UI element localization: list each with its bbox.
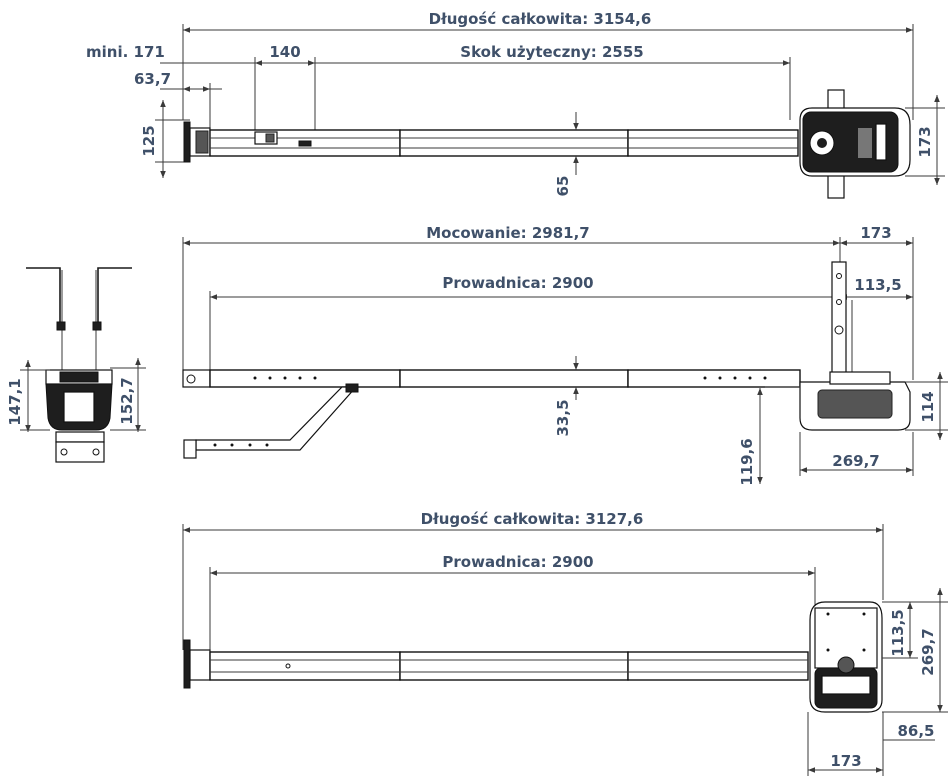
top-65-label: 65	[554, 176, 572, 197]
bottom-173-label: 173	[830, 752, 861, 770]
top-view: Długość całkowita: 3154,6 mini. 171 140 …	[86, 10, 945, 199]
bottom-2697-label: 269,7	[919, 628, 937, 675]
side-2697-label: 269,7	[832, 452, 879, 470]
bottom-guide-label: Prowadnica: 2900	[442, 553, 593, 571]
top-total-length-label: Długość całkowita: 3154,6	[429, 10, 652, 28]
side-guide-label: Prowadnica: 2900	[442, 274, 593, 292]
side-1196-label: 119,6	[738, 438, 756, 485]
bottom-1135-label: 113,5	[889, 609, 907, 656]
side-335-label: 33,5	[554, 399, 572, 436]
bottom-865-label: 86,5	[897, 722, 934, 740]
end-1471-label: 147,1	[6, 378, 24, 425]
top-stroke-label: Skok użyteczny: 2555	[460, 43, 643, 61]
top-min-label: mini. 171	[86, 43, 165, 61]
bottom-total-length-label: Długość całkowita: 3127,6	[421, 510, 644, 528]
end-view: 147,1 152,7	[6, 267, 146, 463]
side-173-label: 173	[860, 224, 891, 242]
side-1135-label: 113,5	[854, 276, 901, 294]
top-637-label: 63,7	[134, 70, 171, 88]
top-125-label: 125	[140, 125, 158, 156]
side-mounting-label: Mocowanie: 2981,7	[426, 224, 590, 242]
top-173-label: 173	[916, 126, 934, 157]
bottom-view: Długość całkowita: 3127,6 Prowadnica: 29…	[182, 510, 948, 776]
top-140-label: 140	[269, 43, 300, 61]
end-1527-label: 152,7	[118, 377, 136, 424]
side-view: Mocowanie: 2981,7 173 Prowadnica: 2900 1…	[182, 224, 948, 486]
side-114-label: 114	[919, 391, 937, 422]
